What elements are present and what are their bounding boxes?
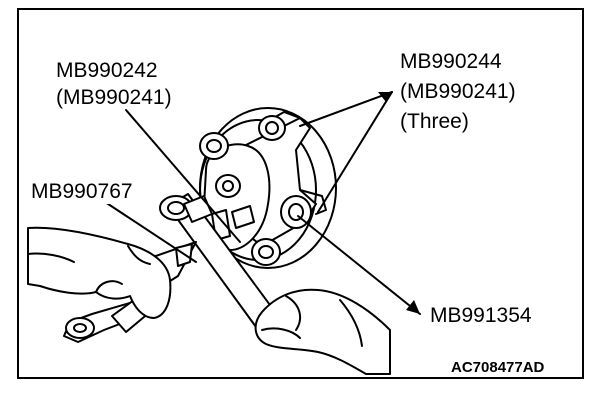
label-mb991354: MB991354 bbox=[430, 304, 532, 327]
label-mb990244-alt: (MB990241) bbox=[400, 80, 516, 103]
label-mb990244: MB990244 bbox=[400, 50, 502, 73]
label-mb990244-qty: (Three) bbox=[400, 110, 469, 133]
wheel-nut bbox=[215, 174, 241, 198]
left-hand bbox=[27, 226, 172, 319]
right-hand bbox=[254, 288, 391, 375]
label-mb990767: MB990767 bbox=[31, 180, 133, 204]
label-mb990242: MB990242 bbox=[56, 59, 158, 82]
wheel-nut bbox=[258, 115, 286, 141]
figure-code: AC708477AD bbox=[451, 359, 545, 376]
label-mb990242-alt: (MB990241) bbox=[56, 86, 172, 109]
wheel-nut bbox=[199, 132, 229, 160]
wheel-nut bbox=[251, 238, 281, 266]
